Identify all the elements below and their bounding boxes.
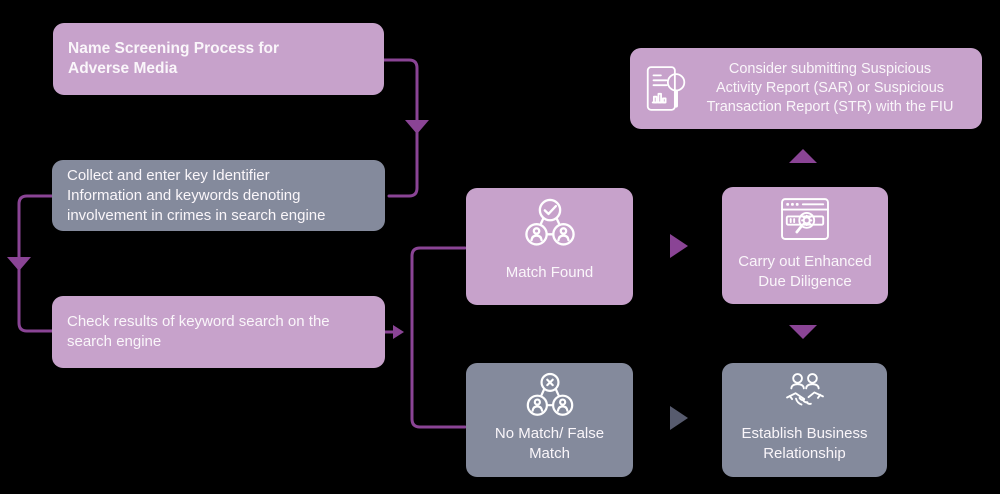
node-ebr: Establish Business Relationship [722,363,887,477]
arrow-edd-to-sar [789,149,817,163]
node-sar: Consider submitting Suspicious Activity … [630,48,982,129]
report-magnifier-icon [646,66,686,111]
connector-branch-bracket [410,246,467,429]
arrowhead-check-to-branch [393,325,404,339]
node-collect-label: Collect and enter key Identifier Informa… [67,166,326,224]
node-start-label: Name Screening Process for Adverse Media [68,40,280,77]
node-check: Check results of keyword search on the s… [52,296,385,368]
node-match-found-label: Match Found [505,264,594,281]
node-edd-label: Carry out Enhanced Due Diligence [738,253,872,290]
arrow-nomatch-to-ebr [670,406,688,430]
arrow-match-to-edd [670,234,688,258]
group-check-icon [524,198,575,246]
group-x-icon [526,372,573,416]
node-match-found: Match Found [466,188,633,305]
node-no-match-label: No Match/ False Match [494,425,605,462]
handshake-icon [785,373,824,406]
arrowhead-start-to-collect [405,120,429,134]
node-edd: Carry out Enhanced Due Diligence [722,187,888,304]
arrow-edd-to-ebr [789,325,817,339]
node-sar-label: Consider submitting Suspicious Activity … [706,61,954,115]
node-collect: Collect and enter key Identifier Informa… [52,160,385,231]
node-ebr-label: Establish Business Relationship [741,425,868,462]
node-start: Name Screening Process for Adverse Media [53,23,384,95]
node-check-label: Check results of keyword search on the s… [67,313,330,350]
arrowhead-collect-to-check [7,257,31,271]
browser-search-icon [781,198,829,240]
node-no-match: No Match/ False Match [466,363,633,477]
